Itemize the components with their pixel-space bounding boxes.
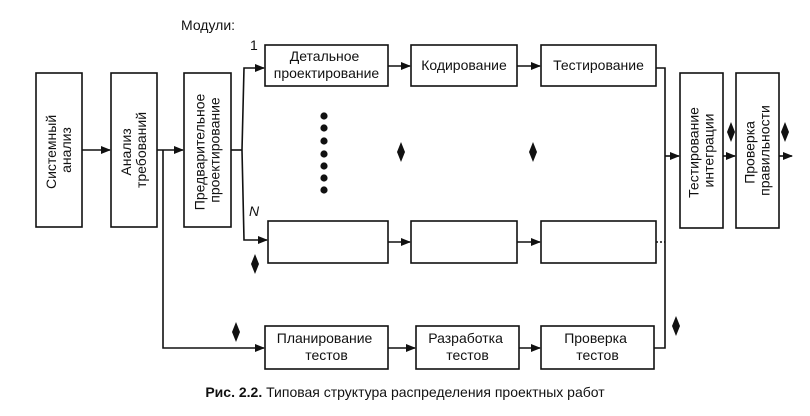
detailed-design-block (264, 44, 389, 87)
coding-block-n (410, 220, 518, 264)
test-development-label: Разработка тестов (428, 330, 507, 363)
test-development-block (415, 325, 520, 370)
integration-testing-block (679, 72, 724, 229)
diamond-mark (397, 142, 405, 162)
diamond-mark (727, 122, 735, 142)
verification-block (735, 72, 780, 229)
diamond-mark (251, 254, 259, 274)
test-planning-block (264, 325, 389, 370)
system-analysis-block (35, 72, 83, 228)
system-analysis-label: Системный анализ (43, 111, 74, 189)
module-ellipsis (320, 112, 328, 194)
arrow-preliminary-to-module-n (241, 149, 268, 244)
arrow-requirements-to-test-planning (162, 150, 265, 352)
diamond-mark (529, 142, 537, 162)
test-planning-label: Планирование тестов (277, 330, 376, 363)
test-checking-block (540, 325, 655, 370)
preliminary-design-block (183, 72, 232, 228)
module-index-last: N (249, 203, 260, 219)
requirements-analysis-label: Анализ требований (118, 112, 149, 188)
diamond-mark (232, 322, 240, 342)
testing-block-n (540, 220, 657, 264)
coding-label: Кодирование (421, 57, 507, 73)
figure-caption: Рис. 2.2. Типовая структура распределени… (205, 384, 605, 400)
verification-label: Проверка правильности (742, 105, 773, 196)
detailed-design-label: Детальное проектирование (274, 48, 380, 81)
detailed-design-block-n (267, 220, 389, 264)
diamond-mark (672, 316, 680, 336)
diamond-mark (781, 122, 789, 142)
modules-label: Модули: (181, 17, 235, 33)
testing-label: Тестирование (553, 57, 644, 73)
preliminary-design-label: Предварительное проектирование (192, 90, 223, 210)
coding-block (410, 44, 518, 87)
arrow-preliminary-to-module-1 (241, 64, 265, 151)
collector-line (654, 67, 666, 349)
integration-testing-label: Тестирование интеграции (686, 103, 717, 198)
testing-block (540, 44, 657, 87)
module-index-first: 1 (250, 37, 258, 53)
test-checking-label: Проверка тестов (564, 330, 631, 363)
